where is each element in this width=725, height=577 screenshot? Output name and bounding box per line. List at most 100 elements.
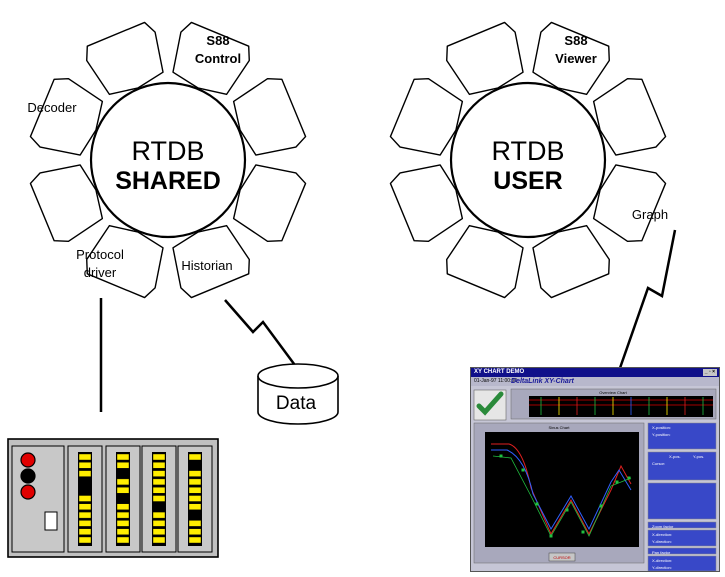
window-controls[interactable]: _ ▫ ×: [702, 369, 717, 376]
decoder-label: Decoder: [27, 100, 77, 115]
plc-io-indicator: [152, 511, 166, 519]
plc-cpu-module: [11, 445, 65, 553]
left-hub-segment: [29, 78, 104, 156]
sinus-green-curve: [492, 455, 632, 537]
plc-io-indicator: [78, 453, 92, 461]
right-hub-segment: [446, 224, 524, 299]
right-hub-segment: [532, 21, 610, 96]
left-hub-center: [89, 81, 247, 239]
left-hub-segment: [232, 164, 307, 242]
sinus-point: [599, 504, 603, 508]
plc-io-indicator: [116, 478, 130, 486]
left-hub-segment: [29, 164, 104, 242]
screenshot-title-bar: XY CHART DEMO _ ▫ ×: [471, 368, 719, 377]
left-hub-segment: [86, 224, 164, 299]
plc-rack: [7, 438, 219, 558]
left-hub-center-line1: RTDB: [131, 136, 204, 166]
sinus-blue-curve: [491, 449, 632, 531]
sinus-point: [549, 534, 553, 538]
info-panel: [647, 422, 717, 450]
right-hub-center-line1: RTDB: [491, 136, 564, 166]
plc-io-indicator: [78, 462, 92, 469]
left-hub-segment: [172, 224, 250, 299]
panel-text: X-pos.: [669, 454, 681, 459]
screenshot-toolbar: 01-Jan-97 11:00:00 DeltaLink XY-Chart: [471, 377, 719, 386]
sinus-points: [499, 454, 631, 538]
right-hub-segment: [389, 164, 464, 242]
cursor-button-label: CURSOR: [553, 555, 570, 560]
plc-io-indicator: [188, 503, 202, 510]
plc-io-indicator: [188, 495, 202, 502]
historian-to-data-lightning: [224, 299, 302, 373]
info-panel: [647, 529, 717, 547]
plc-io-indicator: [188, 520, 202, 527]
left-hub-segment: [232, 78, 307, 156]
right-hub-segment: [446, 21, 524, 96]
plc-io-indicator: [116, 453, 130, 461]
sinus-point: [565, 508, 569, 512]
protocol-driver-label-line1: Protocol: [76, 247, 124, 262]
plc-io-indicator: [152, 536, 166, 544]
panel-text: Y-position:: [652, 432, 671, 437]
sinus-point: [499, 454, 503, 458]
checkmark-icon: [476, 391, 504, 416]
right-hub-segment: [592, 164, 667, 242]
cursor-button[interactable]: [548, 552, 576, 562]
protocol-driver-label-line2: driver: [84, 265, 117, 280]
plc-io-indicator: [78, 528, 92, 535]
info-panels: X-position:Y-position:X-pos.Y-pos.Cursor…: [647, 422, 717, 571]
s88-control-label-line2: Control: [195, 51, 241, 66]
xy-chart-screenshot: XY CHART DEMO _ ▫ × 01-Jan-97 11:00:00 D…: [470, 367, 720, 572]
plc-io-indicator: [152, 520, 166, 527]
plc-io-indicator: [152, 495, 166, 502]
plc-status-led-2: [20, 468, 36, 484]
right-hub-center-line2: USER: [493, 167, 562, 195]
plc-io-indicator: [116, 487, 130, 494]
screenshot-content: Overview Chart Sinus Chart CURSOR X-posi…: [473, 388, 717, 571]
plc-io-indicator: [188, 470, 202, 477]
plc-io-indicator: [152, 487, 166, 494]
panel-text: Cursor:: [652, 461, 665, 466]
right-hub-segment: [389, 78, 464, 156]
left-hub-segment: [86, 21, 164, 96]
plc-io-indicator: [78, 536, 92, 544]
right-hub-segments: [389, 21, 667, 299]
sinus-chart-title: Sinus Chart: [549, 425, 571, 430]
plc-io-indicator: [188, 487, 202, 494]
left-hub-segments: [29, 21, 307, 299]
sinus-red-curve: [491, 443, 632, 536]
screenshot-title: XY CHART DEMO: [474, 369, 525, 375]
s88-viewer-label-line2: Viewer: [555, 51, 597, 66]
plc-io-indicator: [116, 528, 130, 535]
info-panel: [647, 482, 717, 520]
panel-text: X-direction:: [652, 532, 672, 537]
s88-viewer-label-line1: S88: [564, 33, 587, 48]
right-rtdb-hub: RTDB USER S88 Viewer Graph: [389, 21, 668, 299]
sinus-point: [627, 476, 631, 480]
historian-label: Historian: [181, 258, 232, 273]
info-panel: [647, 555, 717, 571]
panel-text: Y-direction:: [652, 565, 672, 570]
panel-text: Pan factor: [652, 550, 671, 555]
panel-text: Zoom factor: [652, 524, 674, 529]
plc-io-indicator: [116, 536, 130, 544]
left-hub-center-line2: SHARED: [115, 167, 221, 195]
overview-chart-title: Overview Chart: [599, 390, 627, 395]
graph-label: Graph: [632, 207, 668, 222]
panel-text: Y-pos.: [693, 454, 704, 459]
plc-status-led-1: [20, 452, 36, 468]
overview-plot: [529, 396, 713, 417]
plc-io-indicator: [152, 462, 166, 469]
sinus-point: [581, 530, 585, 534]
plc-io-indicator: [188, 478, 202, 486]
plc-io-indicator: [116, 511, 130, 519]
plc-memory-slot: [44, 511, 58, 531]
data-store-label: Data: [276, 393, 317, 414]
plc-io-indicator: [188, 528, 202, 535]
panel-text: Y-direction:: [652, 539, 672, 544]
plc-io-indicator: [78, 511, 92, 519]
plc-io-indicator: [152, 528, 166, 535]
plc-io-modules: [67, 445, 213, 553]
info-panel: [647, 547, 717, 555]
info-panel: [647, 521, 717, 529]
